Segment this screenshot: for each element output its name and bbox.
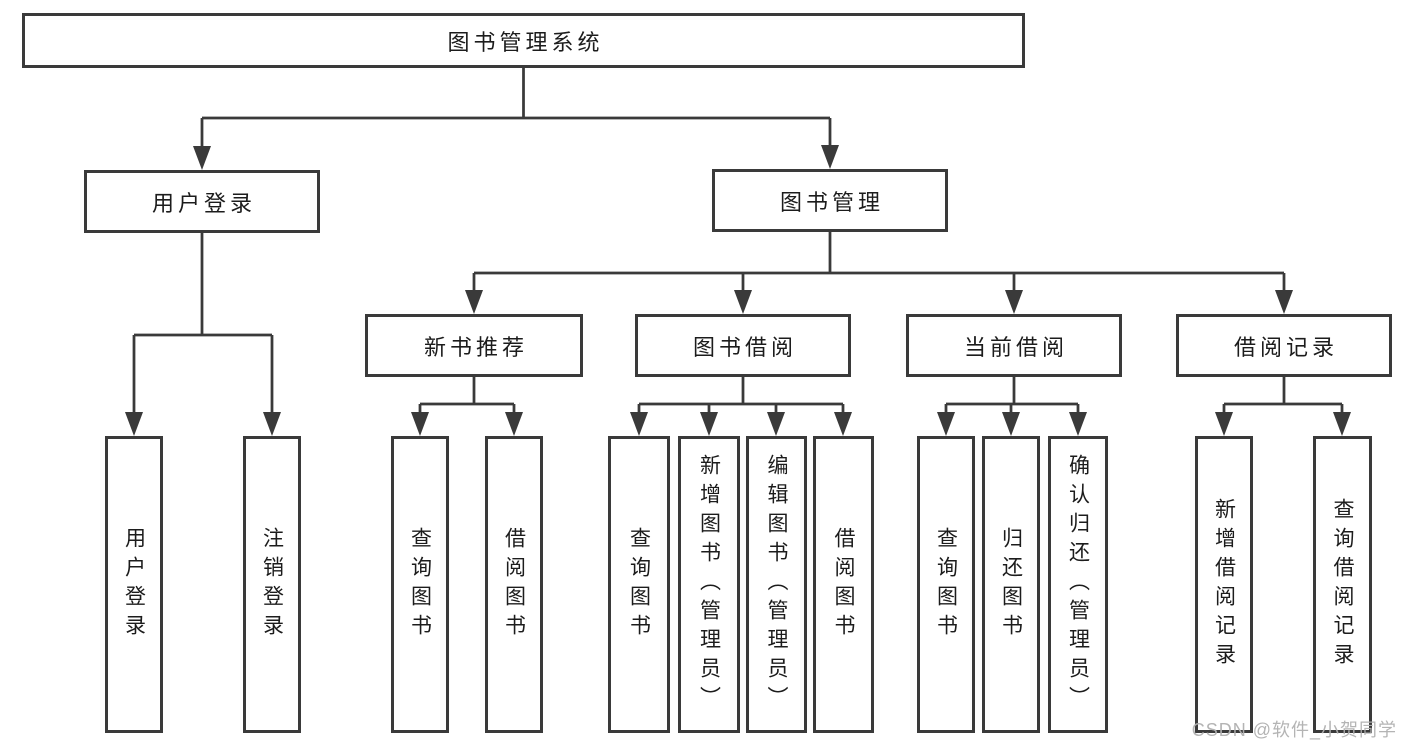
- node-book-management-label: 图书管理: [779, 189, 884, 215]
- node-borrow-books-1-label: 借阅图书: [502, 526, 526, 643]
- node-query-books-3-label: 查询图书: [934, 526, 958, 643]
- node-borrow-books-1: 借阅图书: [485, 436, 543, 733]
- node-borrow-records-label: 借阅记录: [1233, 334, 1338, 360]
- node-query-borrow-record-label: 查询借阅记录: [1331, 497, 1354, 672]
- node-current-borrow-label: 当前借阅: [963, 334, 1068, 360]
- node-add-book-admin-label: 新增图书（管理员）: [697, 454, 721, 715]
- node-user-login: 用户登录: [84, 170, 320, 233]
- node-return-books-label: 归还图书: [999, 526, 1023, 643]
- node-add-borrow-record-label: 新增借阅记录: [1212, 497, 1236, 672]
- node-user-login-leaf-label: 用户登录: [122, 526, 146, 643]
- node-edit-book-admin: 编辑图书（管理员）: [746, 436, 807, 733]
- node-borrow-records: 借阅记录: [1176, 314, 1392, 377]
- node-edit-book-admin-label: 编辑图书（管理员）: [765, 454, 788, 715]
- node-book-borrow-label: 图书借阅: [692, 334, 797, 360]
- node-user-login-leaf: 用户登录: [105, 436, 163, 733]
- node-library-management-system: 图书管理系统: [22, 13, 1025, 68]
- connector-path: [132, 68, 1344, 432]
- node-add-book-admin: 新增图书（管理员）: [678, 436, 740, 733]
- node-query-books-2-label: 查询图书: [627, 526, 651, 643]
- node-query-books-1: 查询图书: [391, 436, 449, 733]
- node-return-books: 归还图书: [982, 436, 1040, 733]
- node-query-books-2: 查询图书: [608, 436, 670, 733]
- node-query-books-1-label: 查询图书: [408, 526, 432, 643]
- node-confirm-return-admin: 确认归还（管理员）: [1048, 436, 1108, 733]
- node-book-borrow: 图书借阅: [635, 314, 851, 377]
- node-query-books-3: 查询图书: [917, 436, 975, 733]
- node-book-management: 图书管理: [712, 169, 948, 232]
- node-new-book-recommend: 新书推荐: [365, 314, 583, 377]
- node-query-borrow-record: 查询借阅记录: [1313, 436, 1372, 733]
- watermark: CSDN @软件_小贺同学: [1191, 720, 1397, 740]
- node-add-borrow-record: 新增借阅记录: [1195, 436, 1253, 733]
- node-logout-label: 注销登录: [260, 526, 284, 643]
- node-library-management-system-label: 图书管理系统: [447, 29, 604, 55]
- node-borrow-books-2: 借阅图书: [813, 436, 874, 733]
- node-logout: 注销登录: [243, 436, 301, 733]
- node-user-login-label: 用户登录: [151, 190, 256, 216]
- node-current-borrow: 当前借阅: [906, 314, 1122, 377]
- node-confirm-return-admin-label: 确认归还（管理员）: [1066, 454, 1090, 715]
- node-borrow-books-2-label: 借阅图书: [832, 526, 855, 643]
- node-new-book-recommend-label: 新书推荐: [423, 334, 528, 360]
